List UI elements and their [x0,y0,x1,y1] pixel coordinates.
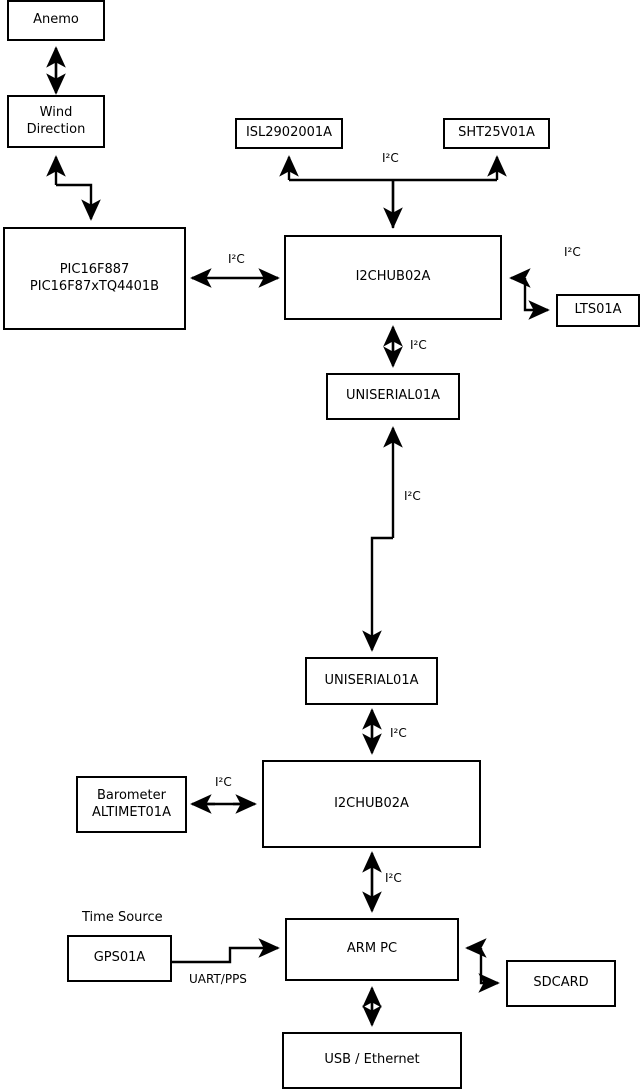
node-pic-mcu[interactable]: PIC16F887 PIC16F87xTQ4401B [3,227,186,330]
node-sht25v01a[interactable]: SHT25V01A [443,118,550,149]
node-i2chub02a-top-label: I2CHUB02A [355,269,431,285]
node-isl2902001a[interactable]: ISL2902001A [235,118,343,149]
node-arm-pc-label: ARM PC [346,941,398,957]
edge-label-i2c-pic-hub: I²C [228,252,245,266]
node-sdcard[interactable]: SDCARD [506,960,616,1007]
edge-label-i2c-uniserial-hub2: I²C [390,726,407,740]
edge-label-i2c-hub2-arm: I²C [385,871,402,885]
node-i2chub02a-top[interactable]: I2CHUB02A [284,235,502,320]
edge-gps-arm [172,938,280,964]
edge-hub-lts [523,278,550,320]
label-time-source: Time Source [82,910,163,925]
node-wind-direction-label: Wind Direction [26,105,86,137]
node-usb-ethernet-label: USB / Ethernet [324,1052,420,1068]
node-barometer-altimet01a[interactable]: Barometer ALTIMET01A [76,776,187,833]
node-lts01a-label: LTS01A [574,302,622,318]
node-uniserial01a-lower[interactable]: UNISERIAL01A [305,657,438,705]
node-barometer-altimet01a-label: Barometer ALTIMET01A [92,788,171,820]
node-pic-mcu-label: PIC16F887 PIC16F87xTQ4401B [29,262,160,294]
node-anemo[interactable]: Anemo [7,0,105,41]
node-lts01a[interactable]: LTS01A [556,294,640,327]
node-sht25v01a-label: SHT25V01A [458,125,535,141]
node-i2chub02a-bottom-label: I2CHUB02A [334,795,409,811]
edge-label-i2c-hub-lts: I²C [564,245,581,259]
node-uniserial01a-upper-label: UNISERIAL01A [346,388,440,404]
node-anemo-label: Anemo [33,12,79,28]
node-gps01a[interactable]: GPS01A [67,935,172,982]
node-uniserial01a-lower-label: UNISERIAL01A [324,672,419,688]
node-sdcard-label: SDCARD [533,975,589,991]
edge-arm-sdcard [478,948,500,993]
edge-label-i2c-uniserial-link: I²C [404,489,421,503]
edge-label-i2c-isl-sht: I²C [382,151,399,165]
node-wind-direction[interactable]: Wind Direction [7,95,105,148]
node-gps01a-label: GPS01A [93,950,146,966]
edge-uniserial-link-elbow [362,536,393,652]
node-i2chub02a-bottom[interactable]: I2CHUB02A [262,760,481,848]
node-uniserial01a-upper[interactable]: UNISERIAL01A [326,373,460,420]
edge-label-i2c-baro-hub2: I²C [215,775,232,789]
node-isl2902001a-label: ISL2902001A [245,125,333,141]
edge-label-i2c-hub-uniserial: I²C [410,338,427,352]
edge-wind-pic [56,183,101,221]
node-arm-pc[interactable]: ARM PC [285,918,459,981]
edge-label-uart-pps: UART/PPS [189,972,247,986]
node-usb-ethernet[interactable]: USB / Ethernet [282,1032,462,1089]
